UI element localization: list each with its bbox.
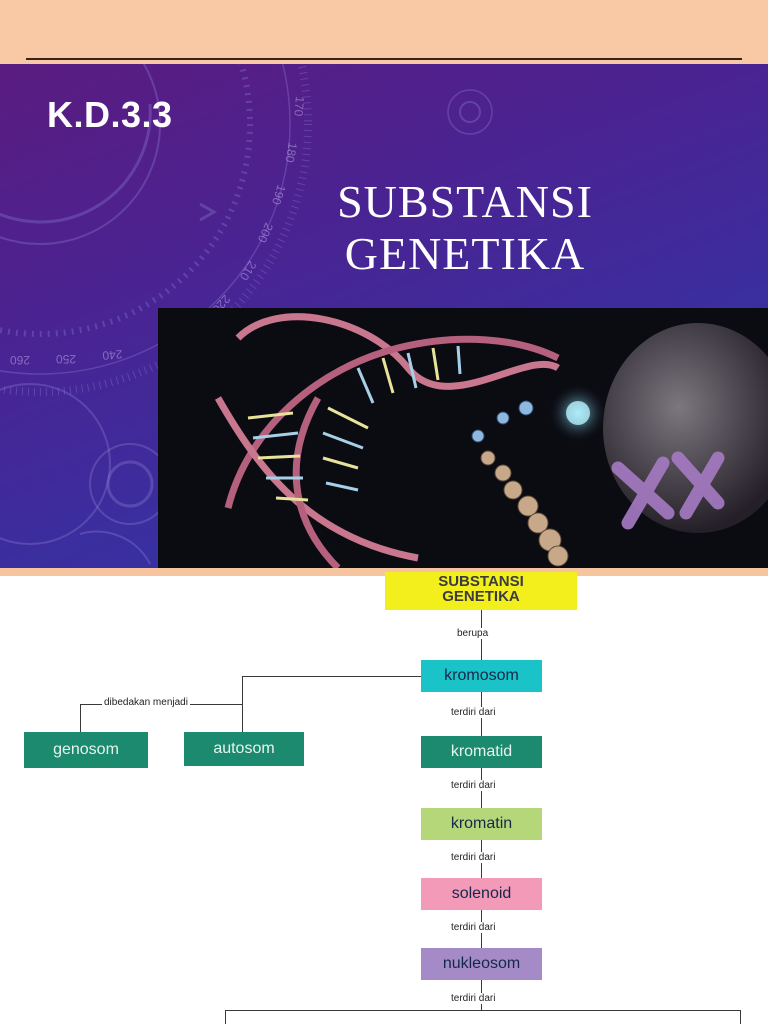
dial-number-170: 170 xyxy=(291,96,307,117)
link-terdiri-dari-1: terdiri dari xyxy=(449,707,498,718)
node-root-line2: GENETIKA xyxy=(442,588,520,605)
dial-number-190: 190 xyxy=(269,183,289,207)
node-root-line1: SUBSTANSI xyxy=(438,573,524,590)
link-terdiri-dari-3: terdiri dari xyxy=(449,852,498,863)
node-kromatid: kromatid xyxy=(421,736,542,768)
link-dibedakan-menjadi: dibedakan menjadi xyxy=(102,697,190,708)
dial-number-240: 240 xyxy=(101,347,122,363)
dial-number-200: 200 xyxy=(255,221,276,245)
top-band xyxy=(0,0,768,64)
connector-branch-drop xyxy=(242,676,243,704)
node-kromosom: kromosom xyxy=(421,660,542,692)
node-solenoid: solenoid xyxy=(421,878,542,910)
node-autosom: autosom xyxy=(184,732,304,766)
competency-code: K.D.3.3 xyxy=(47,94,173,135)
link-terdiri-dari-2: terdiri dari xyxy=(449,780,498,791)
top-divider xyxy=(26,58,742,60)
connector-autosom xyxy=(242,704,243,732)
connector-bottom-right xyxy=(740,1010,741,1024)
node-nukleosom: nukleosom xyxy=(421,948,542,980)
slide-title-line2: GENETIKA xyxy=(344,228,586,279)
link-terdiri-dari-4: terdiri dari xyxy=(449,922,498,933)
node-kromatin: kromatin xyxy=(421,808,542,840)
title-slide: 170 180 190 200 210 220 230 240 250 260 … xyxy=(0,64,768,570)
dial-number-180: 180 xyxy=(283,141,300,163)
slide-bottom-band xyxy=(0,568,768,576)
link-terdiri-dari-5: terdiri dari xyxy=(449,993,498,1004)
dial-number-210: 210 xyxy=(237,258,260,283)
connector-bottom-left xyxy=(225,1010,226,1024)
connector-kromosom-branch xyxy=(242,676,421,677)
dial-number-260: 260 xyxy=(10,353,30,367)
dial-number-250: 250 xyxy=(56,352,76,366)
link-berupa: berupa xyxy=(455,628,491,639)
slide-title: SUBSTANSI GENETIKA xyxy=(300,176,630,280)
connector-bottom-branch xyxy=(225,1010,740,1011)
node-substansi-genetika: SUBSTANSI GENETIKA xyxy=(385,572,577,610)
dna-chromosome-illustration xyxy=(158,308,768,570)
slide-title-line1: SUBSTANSI xyxy=(337,176,593,227)
node-genosom: genosom xyxy=(24,732,148,768)
connector-genosom xyxy=(80,704,81,732)
